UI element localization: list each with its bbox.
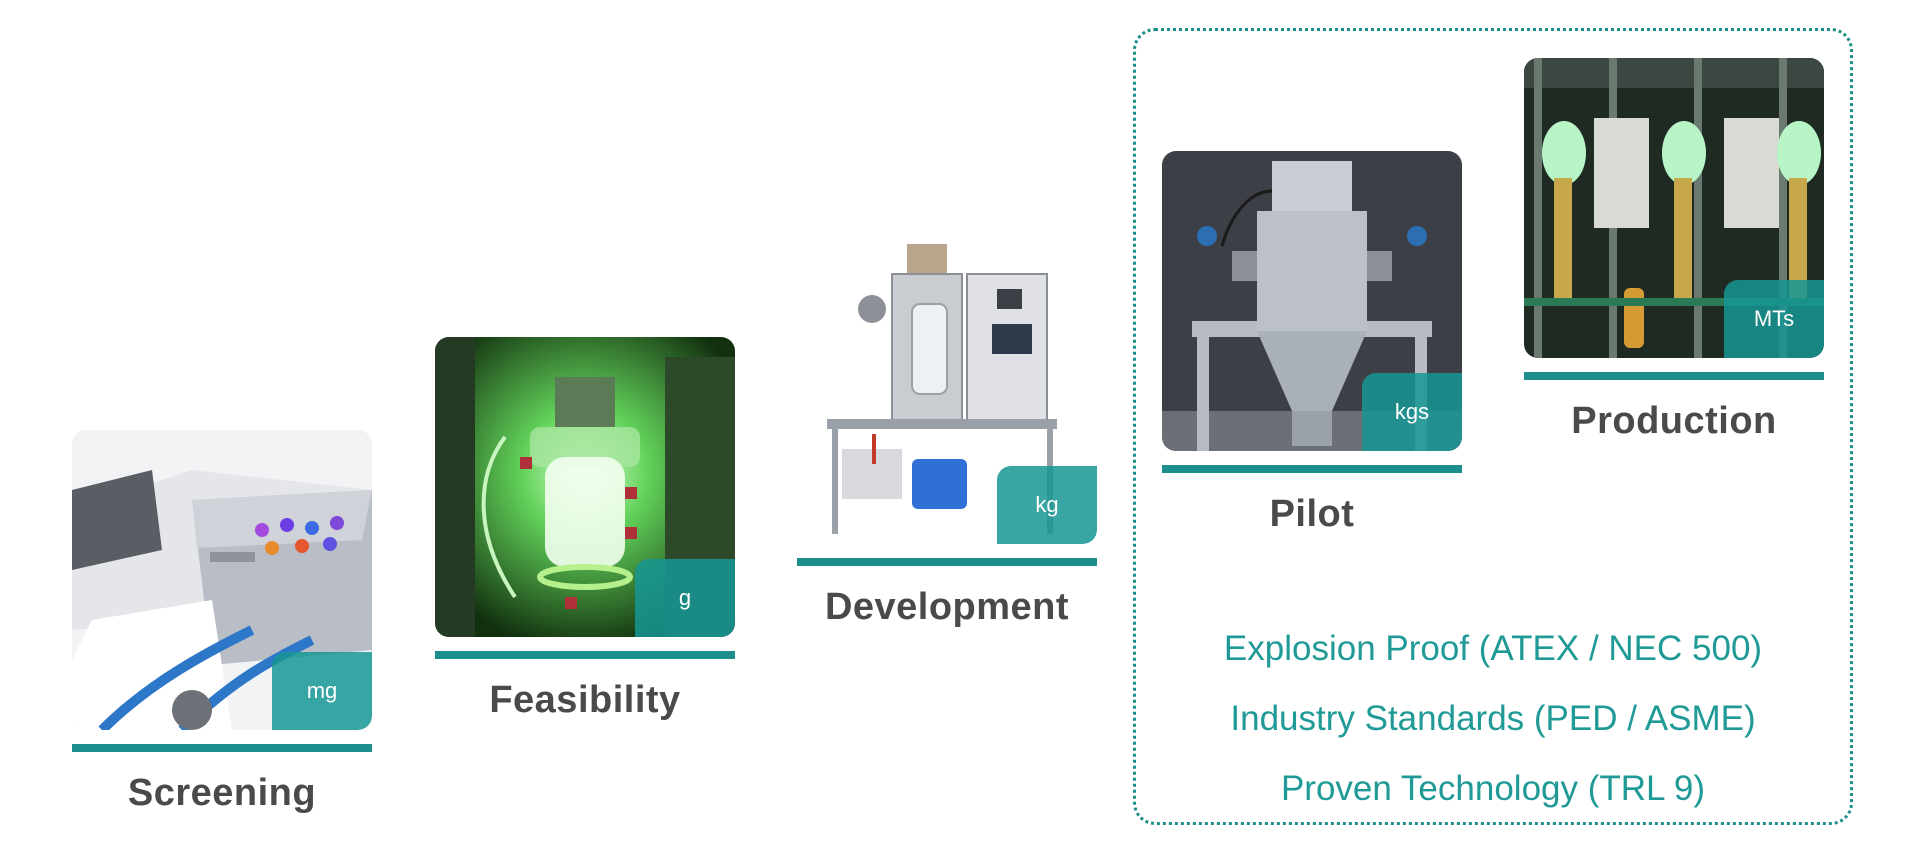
scale-badge-kgs: kgs bbox=[1362, 373, 1462, 451]
accent-bar bbox=[72, 744, 372, 752]
scale-badge-mg: mg bbox=[272, 652, 372, 730]
accent-bar bbox=[435, 651, 735, 659]
stage-image-production: MTs bbox=[1524, 58, 1824, 358]
scale-badge-kg: kg bbox=[997, 466, 1097, 544]
stage-image-screening: mg bbox=[72, 430, 372, 730]
stage-image-feasibility: g bbox=[435, 337, 735, 637]
feature-industry-standards: Industry Standards (PED / ASME) bbox=[1230, 699, 1756, 738]
stage-label-feasibility: Feasibility bbox=[489, 679, 681, 721]
scaleup-group-frame bbox=[1133, 28, 1853, 825]
stage-label-screening: Screening bbox=[127, 772, 317, 814]
accent-bar bbox=[1162, 465, 1462, 473]
photoreactor-feasibility-image bbox=[435, 337, 735, 637]
stage-development: kg Development bbox=[797, 244, 1097, 629]
scale-badge-mts: MTs bbox=[1724, 280, 1824, 358]
feature-list: Explosion Proof (ATEX / NEC 500) Industr… bbox=[1133, 614, 1853, 824]
stage-image-development: kg bbox=[797, 244, 1097, 544]
stage-production: MTs Production bbox=[1524, 58, 1824, 443]
photoreactor-screening-image bbox=[72, 430, 372, 730]
scale-badge-g: g bbox=[635, 559, 735, 637]
feature-explosion-proof: Explosion Proof (ATEX / NEC 500) bbox=[1223, 629, 1763, 668]
stage-feasibility: g Feasibility bbox=[435, 337, 735, 722]
photoreactor-pilot-image bbox=[1162, 151, 1462, 451]
accent-bar bbox=[1524, 372, 1824, 380]
stage-label-development: Development bbox=[824, 586, 1070, 628]
stage-label-production: Production bbox=[1571, 400, 1777, 442]
stage-image-pilot: kgs bbox=[1162, 151, 1462, 451]
stage-screening: mg Screening bbox=[72, 430, 372, 815]
feature-proven-technology: Proven Technology (TRL 9) bbox=[1280, 769, 1706, 808]
stage-pilot: kgs Pilot bbox=[1162, 151, 1462, 536]
photoreactor-production-image bbox=[1524, 58, 1824, 358]
stage-label-pilot: Pilot bbox=[1269, 493, 1355, 535]
accent-bar bbox=[797, 558, 1097, 566]
